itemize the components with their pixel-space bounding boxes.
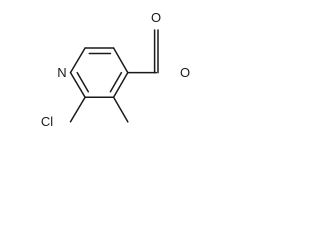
bond-c4-c5-double: [109, 71, 123, 93]
bond-c5-methyl: [112, 96, 129, 123]
bond-c4-c5: [112, 71, 129, 98]
bond-c6-n-double: [76, 71, 90, 93]
bond-n-c2: [69, 47, 86, 74]
chemical-structure: N O O Cl: [41, 10, 190, 129]
methyl-substituent: [112, 96, 129, 123]
bond-c3-c4: [112, 47, 129, 74]
atom-label-ring-nitrogen: N: [57, 65, 66, 80]
ester-group: [127, 29, 159, 74]
chloro-substituent: [69, 96, 86, 123]
atom-label-ester-oxygen: O: [180, 65, 190, 80]
atom-label-carbonyl-oxygen: O: [151, 10, 161, 25]
bond-c6-n: [69, 71, 86, 98]
atom-label-chlorine: Cl: [41, 114, 53, 129]
bond-c6-cl: [69, 96, 86, 123]
pyridine-ring: [69, 47, 129, 98]
